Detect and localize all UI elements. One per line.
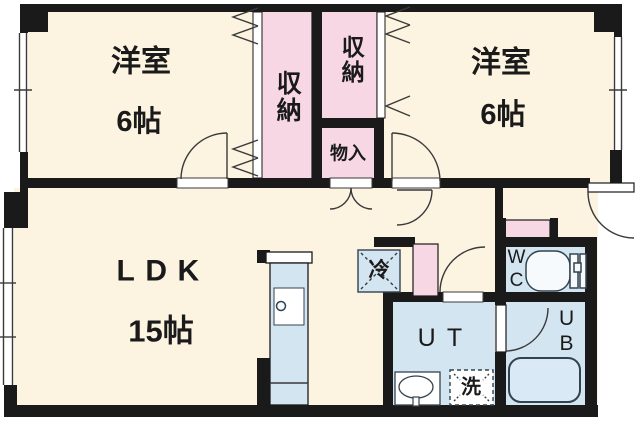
door-utility: [439, 246, 486, 293]
wall-ut-top-b: [483, 292, 495, 302]
washbasin-icon: [394, 371, 441, 407]
folding-door-marks-closet-main: [230, 7, 259, 177]
closet-second-door-track: [376, 11, 386, 119]
window-bedroom-right: [609, 37, 627, 150]
folding-door-marks-closet-second: [384, 6, 411, 117]
door-bedroom-right: [391, 132, 441, 182]
wall-fridge-top: [374, 237, 415, 247]
bath-label: UB: [555, 307, 579, 357]
wall-mid-a: [20, 178, 177, 188]
refrigerator-label: 冷: [368, 258, 390, 282]
wall-hall-divider: [495, 188, 503, 240]
wall-right-lower: [585, 240, 597, 417]
wall-mid-b: [228, 178, 330, 188]
closet-second-label: 収納: [338, 35, 365, 85]
wall-bottom-left-step: [4, 385, 17, 417]
wall-ut-top-a: [391, 292, 443, 302]
wall-bottom: [14, 405, 598, 417]
wall-right-block: [610, 150, 622, 190]
washing-machine-label: 洗: [461, 376, 481, 399]
doorway-bedroom-right: [391, 177, 441, 189]
wall-shoe-right: [550, 218, 558, 240]
wall-kitchen-stub-bottom: [257, 358, 270, 405]
bedroom-right-name: 洋室: [471, 46, 531, 80]
closet-main-door-track: [252, 11, 263, 179]
bedroom-left-size: 6帖: [116, 105, 162, 138]
washing-machine-space: [449, 369, 494, 406]
door-bedroom-left: [180, 132, 228, 180]
door-storage-double: [329, 187, 373, 210]
kitchen-counter: [265, 251, 313, 406]
window-ldk-balcony: [0, 228, 16, 385]
ldk-size: 15帖: [128, 313, 194, 349]
wall-storage-right: [374, 128, 384, 178]
wall-mid-d: [440, 178, 590, 188]
shoe-cabinet: [501, 219, 551, 239]
bedroom-right-size: 6帖: [480, 98, 526, 131]
window-bedroom-left: [14, 33, 32, 152]
kitchen-faucet: [275, 300, 287, 312]
wall-top: [20, 4, 622, 12]
door-entrance: [587, 182, 635, 239]
refrigerator-space: [357, 249, 401, 293]
closet-main-label: 収納: [273, 70, 302, 124]
wall-left-step: [4, 192, 28, 228]
bathtub-icon: [508, 357, 581, 403]
toilet-label: WC: [505, 247, 527, 293]
doorway-utility: [442, 291, 484, 303]
wall-under-closet-second: [322, 118, 384, 128]
storage-label: 物入: [330, 143, 366, 164]
toilet-icon: [525, 250, 587, 292]
utility-label: UT: [417, 323, 474, 352]
doorway-bedroom-left: [176, 177, 229, 189]
wall-mid-c: [372, 178, 392, 188]
hall-partition: [412, 243, 439, 297]
wall-closet-divider: [312, 12, 322, 178]
wall-ut-ub-column-b: [495, 352, 506, 417]
wall-ldk-ut: [383, 292, 393, 405]
wall-wc-ub: [495, 292, 597, 302]
wall-ut-wc-column-a: [495, 218, 506, 305]
ldk-name: LDK: [116, 254, 210, 288]
doorway-storage: [329, 177, 373, 189]
wall-wc-top: [495, 237, 597, 247]
door-ldk: [396, 189, 433, 226]
bedroom-left-name: 洋室: [111, 45, 171, 79]
door-bath: [495, 304, 549, 353]
